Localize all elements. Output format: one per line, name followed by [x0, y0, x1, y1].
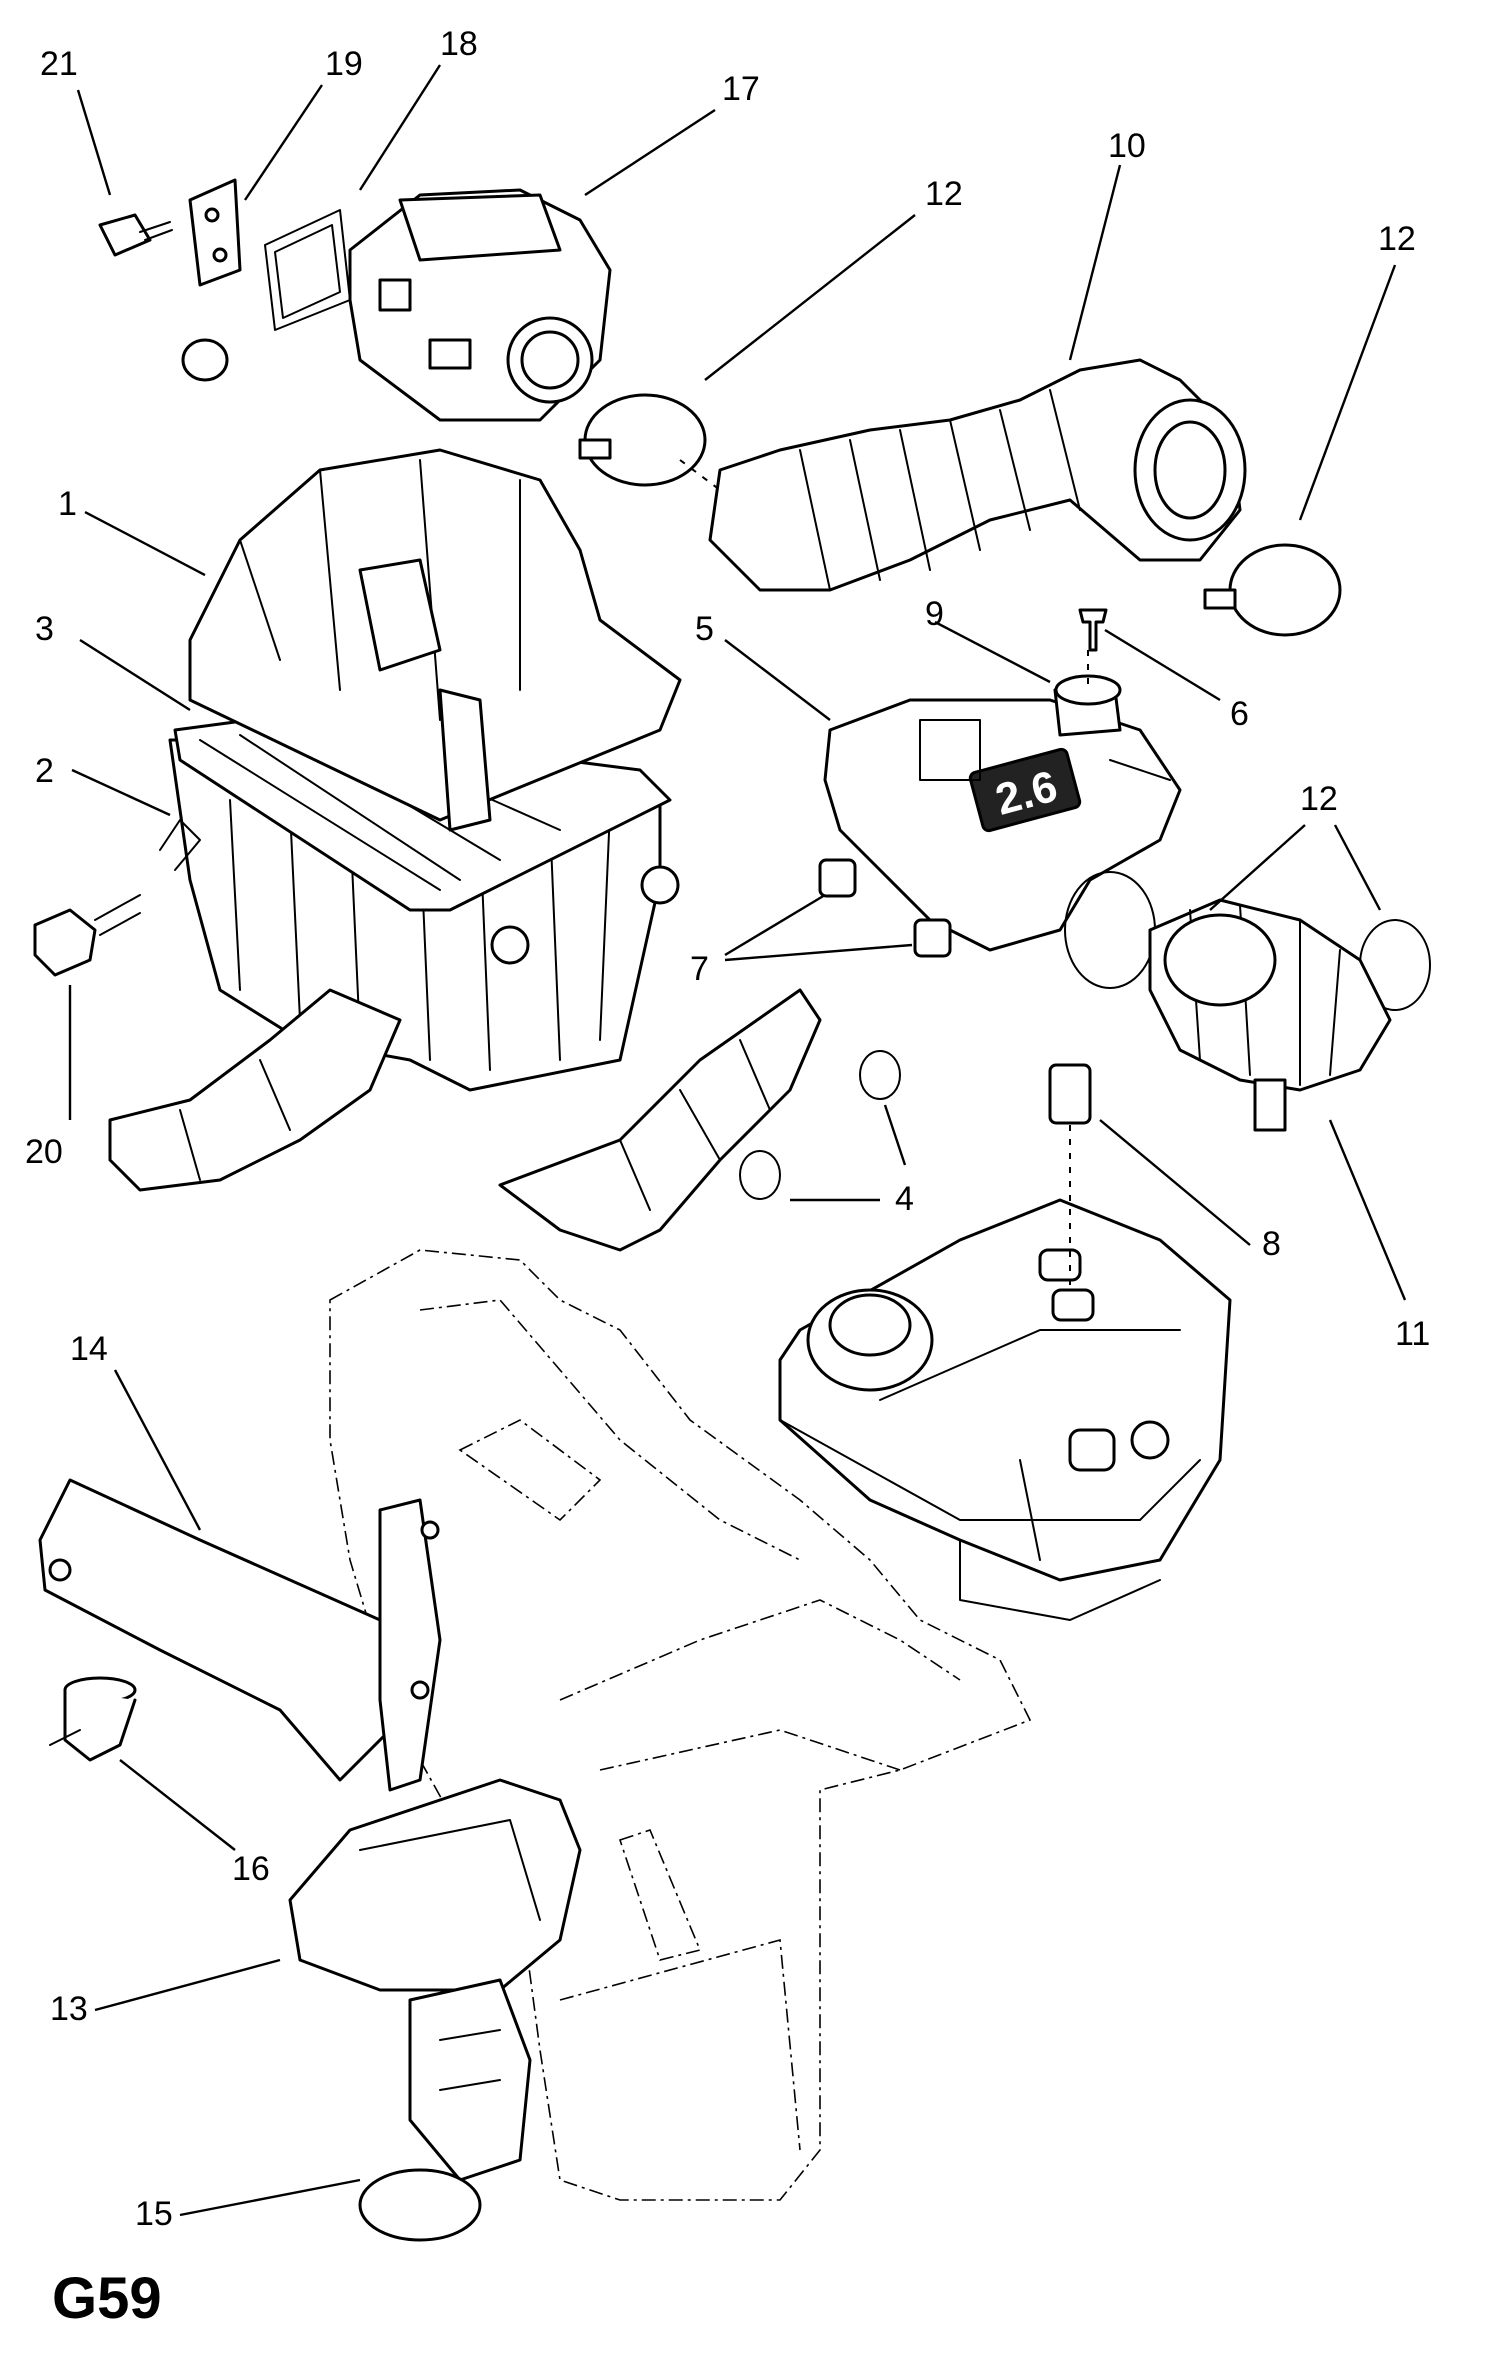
air-flow-meter-group [98, 178, 612, 422]
clamp-screw-12a [578, 438, 612, 460]
callout-13: 13 [50, 1990, 88, 2028]
callout-4: 4 [895, 1180, 914, 1218]
screw-6 [1078, 608, 1108, 652]
engine-block-drawing [778, 1198, 1232, 1621]
callout-6: 6 [1230, 695, 1249, 733]
callout-3: 3 [35, 610, 54, 648]
callout-16: 16 [232, 1850, 270, 1888]
callout-15: 15 [135, 2195, 173, 2233]
callout-10: 10 [1108, 127, 1146, 165]
bushing-7a [818, 858, 857, 898]
clip-4b [739, 1150, 781, 1200]
callout-11: 11 [1395, 1315, 1430, 1353]
screw-21 [98, 213, 152, 257]
sleeve-8 [1048, 1063, 1092, 1125]
mount-15 [358, 1978, 532, 2242]
callout-14: 14 [70, 1330, 108, 1368]
gasket [264, 209, 351, 331]
hose-clamp-12b [1228, 543, 1342, 637]
bracket-13 [288, 1778, 582, 1992]
callout-5: 5 [695, 610, 714, 648]
callout-labels: 21 19 18 17 12 10 12 1 3 2 20 5 9 6 12 7… [25, 25, 1430, 2233]
bolt-20 [33, 894, 141, 977]
callout-leaders [68, 64, 1407, 2217]
air-cleaner-assembly [108, 448, 682, 1192]
retainer-clip-16 [49, 1676, 137, 1762]
resonator-5: 2.6 [823, 698, 1182, 952]
callout-12-meter: 12 [925, 175, 963, 213]
support-bracket-14 [38, 1478, 442, 1792]
callout-18: 18 [440, 25, 478, 63]
callout-9: 9 [925, 595, 944, 633]
drain-valve [1253, 1078, 1287, 1132]
callout-7: 7 [690, 950, 709, 988]
intake-duct-11 [1148, 898, 1392, 1132]
callout-19: 19 [325, 45, 363, 83]
hose-clamp-12c [1064, 871, 1156, 989]
callout-8: 8 [1262, 1225, 1281, 1263]
clip-4a [859, 1050, 901, 1100]
vehicle-body-drawing [329, 1249, 1032, 2201]
callout-1: 1 [58, 485, 77, 523]
intake-duct-10 [708, 358, 1247, 592]
callout-2: 2 [35, 752, 54, 790]
page-code: G59 [52, 2266, 162, 2331]
bushing-7b [913, 918, 952, 958]
callout-12-resonator: 12 [1300, 780, 1338, 818]
assembly-lines [679, 459, 1089, 1290]
bracket [188, 178, 242, 287]
callout-17: 17 [722, 70, 760, 108]
callout-21: 21 [40, 45, 78, 83]
callout-20: 20 [25, 1133, 63, 1171]
duct-bracket-4 [498, 988, 901, 1252]
clamp-screw-12b [1203, 588, 1237, 610]
callout-12-duct: 12 [1378, 220, 1416, 258]
